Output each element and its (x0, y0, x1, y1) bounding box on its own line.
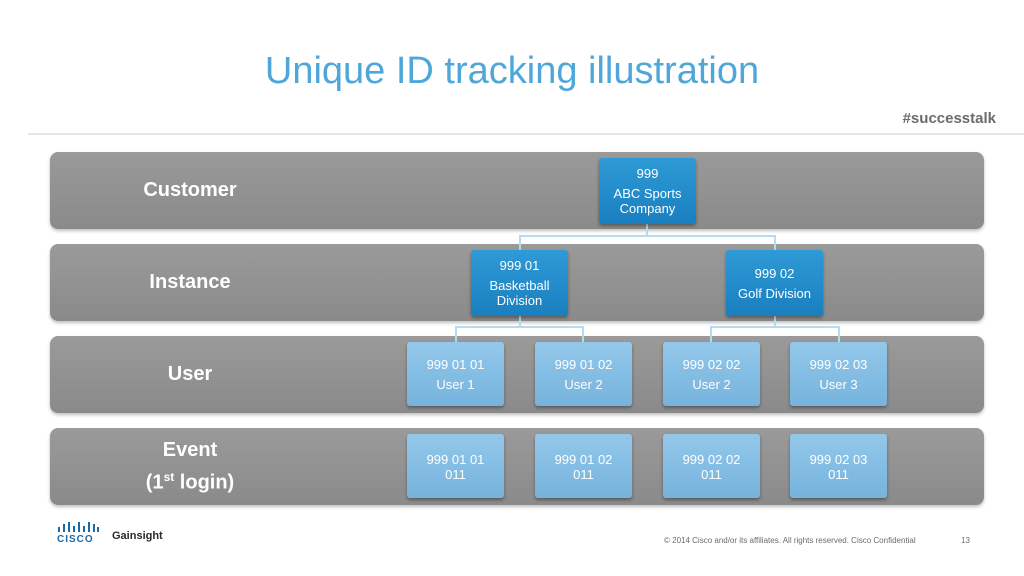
node-event-id: 999 01 01 (426, 452, 485, 467)
node-event-seq: 011 (573, 467, 594, 482)
node-instance-id: 999 01 (499, 258, 540, 273)
node-instance-golf: 999 02 Golf Division (726, 250, 823, 316)
page-number: 13 (961, 536, 970, 545)
title-divider (28, 133, 1024, 135)
event-sub-prefix: (1 (145, 471, 164, 494)
connector (455, 326, 584, 328)
band-label-event-sub: (1st login) (50, 470, 330, 495)
band-customer (50, 152, 984, 229)
node-event-id: 999 01 02 (554, 452, 613, 467)
node-user-name: User 2 (564, 376, 603, 392)
node-user-id: 999 02 03 (809, 356, 868, 372)
node-user: 999 01 01 User 1 (407, 342, 504, 406)
hashtag: #successtalk (902, 110, 996, 127)
node-user-id: 999 01 02 (554, 356, 613, 372)
node-customer-id: 999 (636, 166, 659, 181)
connector (838, 326, 840, 342)
band-label-instance: Instance (149, 271, 231, 293)
connector (455, 326, 457, 342)
cisco-logo: CISCO (54, 522, 102, 546)
band-label-user: User (167, 363, 213, 385)
slide-title: Unique ID tracking illustration (264, 50, 760, 92)
node-user: 999 02 02 User 2 (663, 342, 760, 406)
connector (710, 326, 712, 342)
event-sub-suffix: login) (174, 471, 235, 494)
connector (646, 224, 648, 236)
band-label-event: Event (162, 439, 218, 461)
node-event-id: 999 02 02 (682, 452, 741, 467)
node-event: 999 02 03 011 (790, 434, 887, 498)
node-user-name: User 2 (692, 376, 731, 392)
connector (710, 326, 839, 328)
node-user-id: 999 01 01 (426, 356, 485, 372)
node-user-name: User 1 (436, 376, 475, 392)
node-event-seq: 011 (828, 467, 849, 482)
band-label-customer: Customer (143, 179, 237, 201)
cisco-logo-text: CISCO (57, 534, 94, 545)
gainsight-logo: Gainsight (112, 530, 163, 542)
node-event: 999 02 02 011 (663, 434, 760, 498)
node-event: 999 01 01 011 (407, 434, 504, 498)
node-event: 999 01 02 011 (535, 434, 632, 498)
node-customer: 999 ABC Sports Company (599, 158, 696, 224)
footer-copyright: © 2014 Cisco and/or its affiliates. All … (664, 536, 916, 545)
connector (519, 235, 521, 250)
connector (582, 326, 584, 342)
node-user-id: 999 02 02 (682, 356, 741, 372)
cisco-bars-icon (58, 522, 99, 532)
connector (774, 235, 776, 250)
node-instance-basketball: 999 01 Basketball Division (471, 250, 568, 316)
connector (774, 316, 776, 327)
node-instance-name: Golf Division (738, 285, 811, 301)
node-instance-id: 999 02 (754, 265, 795, 281)
node-instance-name: Basketball Division (489, 278, 550, 308)
node-user: 999 02 03 User 3 (790, 342, 887, 406)
node-customer-name: ABC Sports Company (613, 186, 682, 216)
event-sub-superscript: st (163, 470, 175, 484)
node-event-id: 999 02 03 (809, 452, 868, 467)
node-user: 999 01 02 User 2 (535, 342, 632, 406)
node-event-seq: 011 (445, 467, 466, 482)
node-user-name: User 3 (819, 376, 858, 392)
connector (519, 316, 521, 327)
connector (519, 235, 775, 237)
node-event-seq: 011 (701, 467, 722, 482)
